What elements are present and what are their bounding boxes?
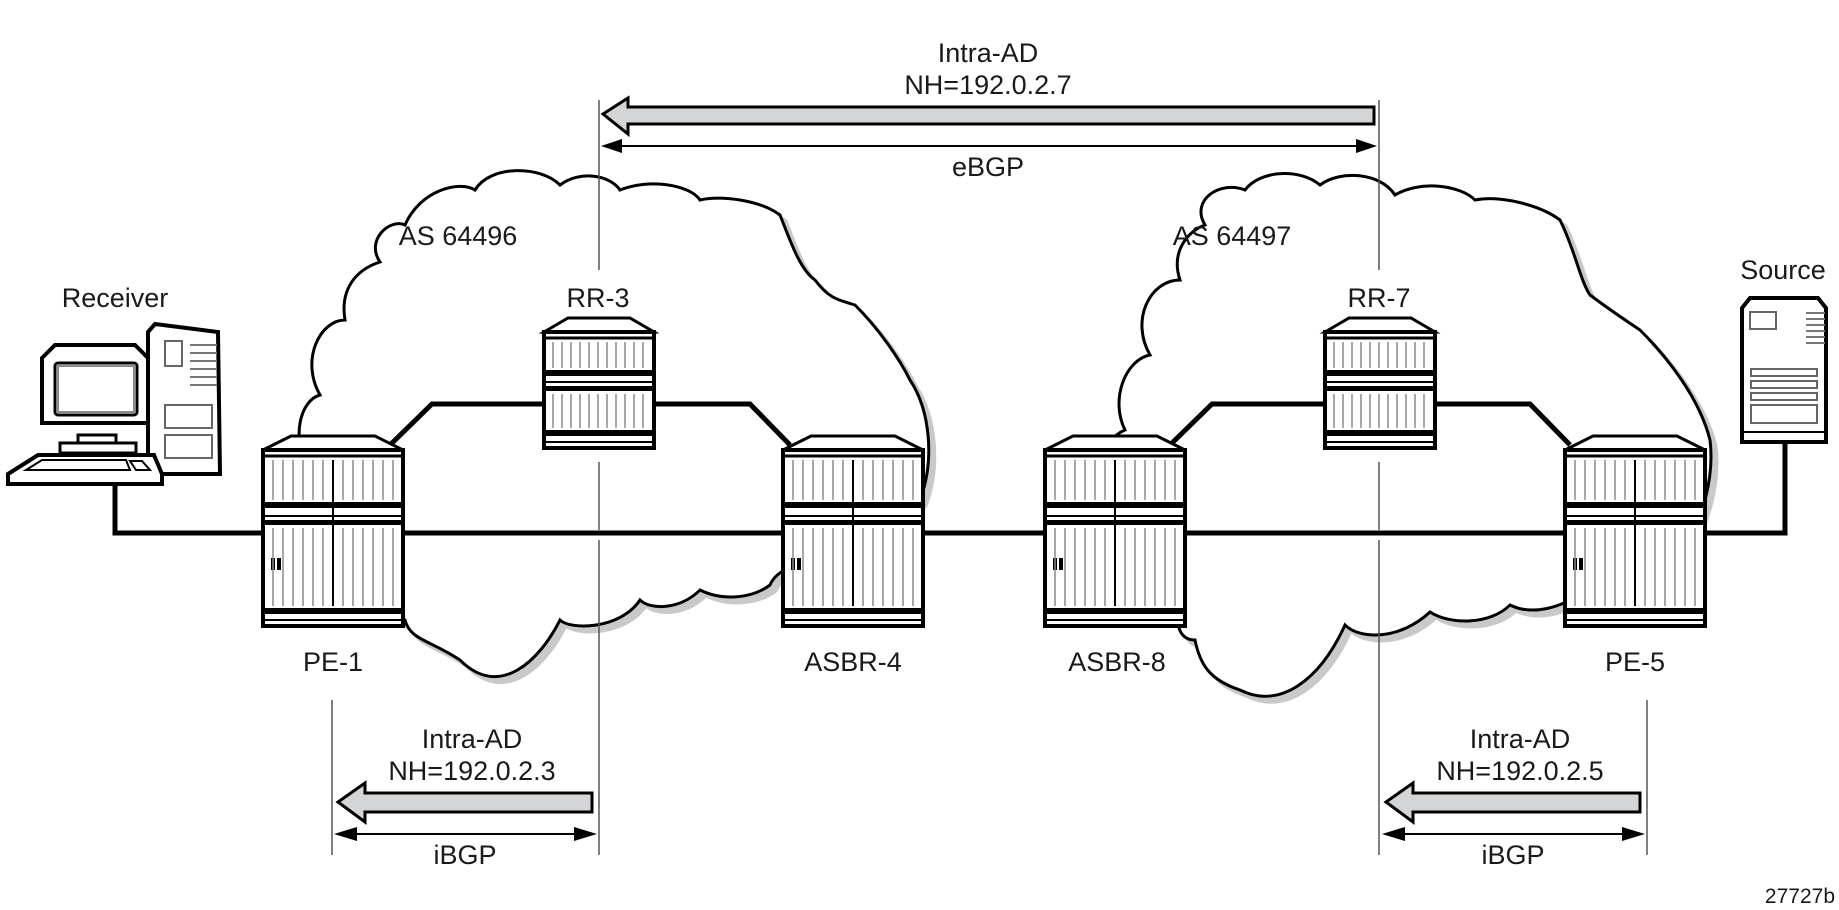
slats xyxy=(792,460,914,606)
guide-lines xyxy=(331,100,1648,855)
advertisement-arrow-top xyxy=(600,95,1376,138)
advertisement-left-line2: NH=192.0.2.3 xyxy=(388,756,555,786)
main-link xyxy=(112,440,1788,536)
router-rr7[interactable] xyxy=(1323,316,1437,450)
slats xyxy=(1054,460,1176,606)
router-asbr4[interactable] xyxy=(781,434,925,628)
server-icon[interactable] xyxy=(1740,296,1828,444)
advertisement-top-line2: NH=192.0.2.7 xyxy=(904,70,1071,100)
router-pe1[interactable] xyxy=(261,434,405,628)
session-arrow-ebgp xyxy=(601,139,1377,153)
router-rr3[interactable] xyxy=(542,316,656,450)
session-label-right: iBGP xyxy=(1481,840,1544,870)
router-label-asbr8: ASBR-8 xyxy=(1068,647,1166,677)
advertisement-right-line1: Intra-AD xyxy=(1470,724,1571,754)
session-arrow-ibgp-right xyxy=(1382,827,1645,841)
session-label-top: eBGP xyxy=(952,152,1024,182)
advertisement-right-line2: NH=192.0.2.5 xyxy=(1436,756,1603,786)
router-label-rr7: RR-7 xyxy=(1347,283,1410,313)
slats xyxy=(1333,342,1425,428)
slats xyxy=(1574,460,1696,606)
router-label-rr3: RR-3 xyxy=(566,283,629,313)
slats xyxy=(552,342,644,428)
session-arrow-ibgp-left xyxy=(334,827,597,841)
advertisement-arrow-left xyxy=(335,780,594,825)
source-label: Source xyxy=(1740,255,1826,285)
router-pe5[interactable] xyxy=(1563,434,1707,628)
router-label-asbr4: ASBR-4 xyxy=(804,647,902,677)
slats xyxy=(272,460,394,606)
as-label-right: AS 64497 xyxy=(1173,221,1292,251)
router-label-pe5: PE-5 xyxy=(1605,647,1665,677)
advertisement-left-line1: Intra-AD xyxy=(422,724,523,754)
router-asbr8[interactable] xyxy=(1043,434,1187,628)
desktop-computer-icon[interactable] xyxy=(6,321,223,486)
advertisement-top-line1: Intra-AD xyxy=(938,38,1039,68)
figure-id: 27727b xyxy=(1765,885,1835,908)
router-label-pe1: PE-1 xyxy=(303,647,363,677)
receiver-label: Receiver xyxy=(62,283,169,313)
as-label-left: AS 64496 xyxy=(399,221,518,251)
advertisement-arrow-right xyxy=(1383,780,1642,825)
session-label-left: iBGP xyxy=(433,840,496,870)
